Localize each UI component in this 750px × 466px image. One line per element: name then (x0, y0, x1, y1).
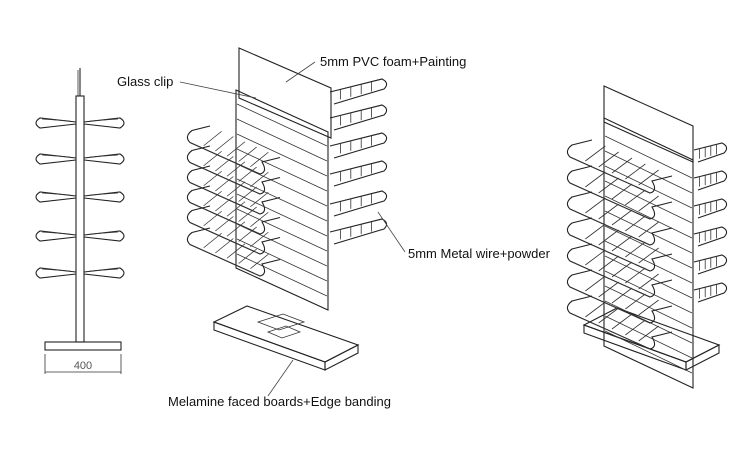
assembled-view-drawing (566, 85, 728, 389)
dimension-label: 400 (74, 360, 92, 372)
pvc-foam-label: 5mm PVC foam+Painting (320, 54, 466, 69)
leader-lines (179, 61, 406, 397)
side-view-drawing: 400 (35, 68, 125, 374)
exploded-view-drawing (186, 47, 388, 371)
metal-wire-label: 5mm Metal wire+powder (408, 246, 551, 261)
melamine-board-label: Melamine faced boards+Edge banding (168, 394, 391, 409)
glass-clip-label: Glass clip (117, 74, 173, 89)
